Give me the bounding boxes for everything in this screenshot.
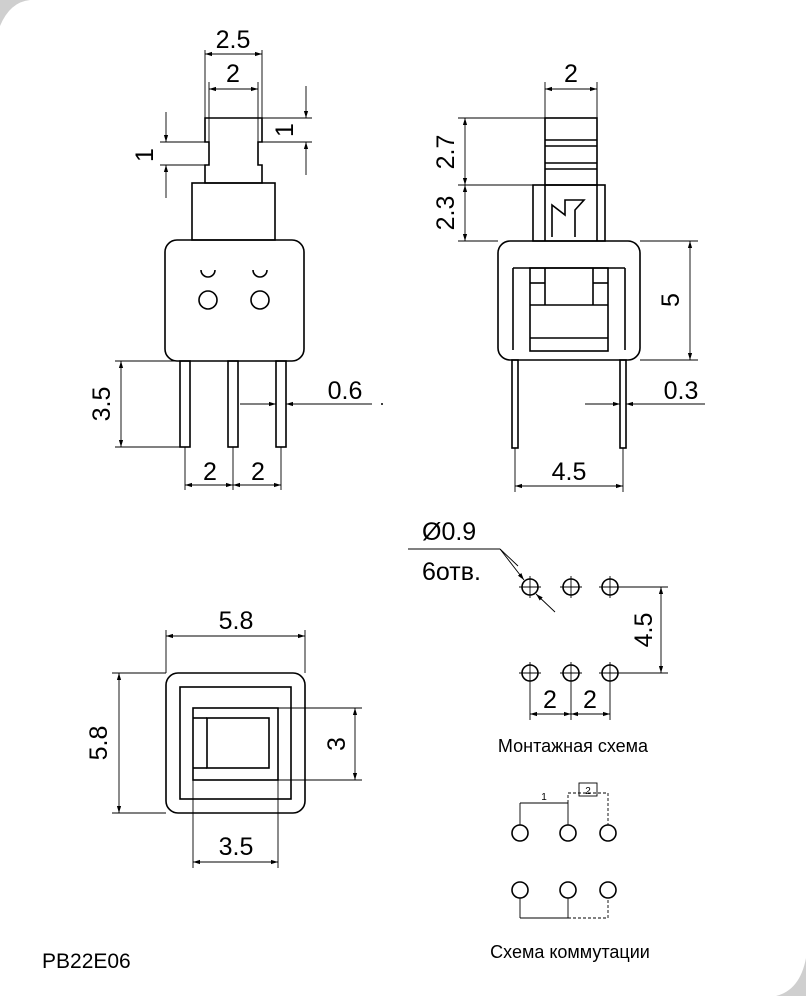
latch-shape <box>551 199 586 237</box>
switch-label-2: 2 <box>585 786 591 797</box>
switch-label-1: 1 <box>541 792 547 803</box>
hole-diameter-label: Ø0.9 <box>422 518 476 546</box>
hole-count-label: 6отв. <box>422 558 481 586</box>
side-collar <box>532 184 606 242</box>
front-dot <box>250 290 270 310</box>
dim-button-height: 2.7 <box>432 135 460 170</box>
mounting-hole <box>599 576 621 598</box>
side-body <box>497 240 641 361</box>
bottom-body-inner <box>179 686 292 800</box>
dim-top-inner: 2 <box>226 60 240 88</box>
dim-window-height: 3 <box>323 737 351 751</box>
side-pin <box>619 359 627 449</box>
bottom-window-outer <box>192 707 279 781</box>
bottom-body-outer <box>165 672 306 814</box>
contact-circle <box>511 824 529 842</box>
front-view: 2.5 2 1 1 3.5 0.6 2 2 <box>88 26 372 490</box>
dim-pin-length: 3.5 <box>88 387 116 422</box>
mounting-diagram: Ø0.9 6отв. 4.5 <box>408 518 668 756</box>
dim-row-spacing: 4.5 <box>630 613 658 648</box>
front-pin <box>227 360 239 448</box>
dim-mount-pitch-left: 2 <box>543 686 557 714</box>
dim-right-step: 1 <box>271 123 299 137</box>
side-view: 2 2.7 2.3 5 0.3 4.5 <box>432 60 705 492</box>
dim-bottom-width: 5.8 <box>219 607 254 635</box>
side-window <box>529 267 609 352</box>
bottom-right-corner <box>776 958 806 996</box>
dot-mask <box>248 260 272 270</box>
top-left-corner <box>0 0 30 26</box>
mounting-hole <box>519 662 541 684</box>
dim-body-height: 5 <box>657 293 685 307</box>
side-button <box>544 117 598 186</box>
contact-circle <box>559 824 577 842</box>
front-pin <box>275 360 287 448</box>
dim-pin-thickness: 0.3 <box>664 377 699 405</box>
dim-mount-pitch-right: 2 <box>583 686 597 714</box>
mounting-hole <box>560 576 582 598</box>
mounting-hole <box>519 576 541 598</box>
front-dot <box>198 290 218 310</box>
contact-circle <box>599 881 617 899</box>
front-body <box>164 239 305 362</box>
mounting-hole <box>560 662 582 684</box>
mounting-hole <box>599 662 621 684</box>
mounting-caption: Монтажная схема <box>498 736 649 756</box>
dim-pin-span: 4.5 <box>552 458 587 486</box>
front-pin <box>179 360 191 448</box>
switching-diagram: 2 1 Схема коммутации <box>490 782 650 962</box>
side-pin <box>511 359 519 449</box>
contact-circle <box>599 824 617 842</box>
dim-bottom-height: 5.8 <box>85 726 113 761</box>
bottom-window-inner <box>206 717 270 769</box>
dim-window-width: 3.5 <box>219 833 254 861</box>
dim-pin-width: 0.6 <box>328 377 363 405</box>
dim-button-width: 2 <box>564 60 578 88</box>
dim-pitch-left: 2 <box>203 458 217 486</box>
dim-left-step: 1 <box>131 148 159 162</box>
front-collar <box>191 182 276 241</box>
dot-mask <box>196 260 220 270</box>
contact-circle <box>511 881 529 899</box>
front-button-outline <box>204 117 263 184</box>
dim-collar-height: 2.3 <box>432 196 460 231</box>
bottom-view: 5.8 5.8 3 3.5 <box>85 607 362 868</box>
contact-circle <box>559 881 577 899</box>
dim-pitch-right: 2 <box>251 458 265 486</box>
model-label: PB22E06 <box>42 950 131 973</box>
switching-caption: Схема коммутации <box>490 942 650 962</box>
dim-top-outer: 2.5 <box>216 26 251 54</box>
